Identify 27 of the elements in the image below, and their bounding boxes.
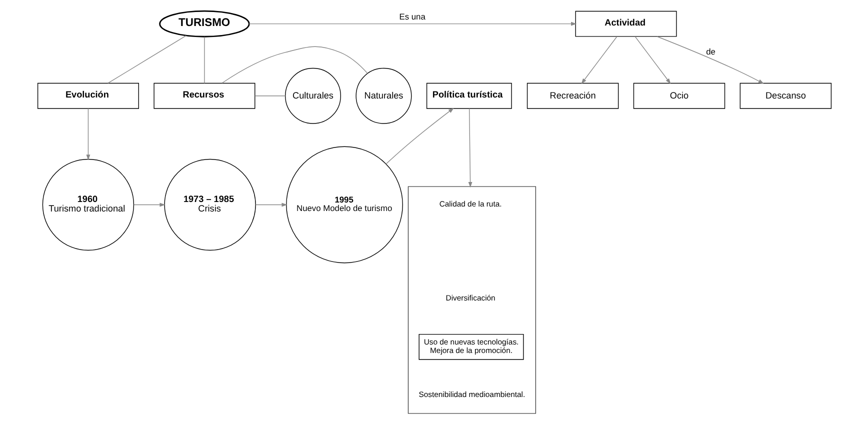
node-circle: Culturales	[284, 68, 341, 124]
arrow	[580, 36, 617, 84]
arrow	[656, 36, 764, 84]
node-box: Actividad	[574, 10, 676, 37]
node-circle: 1995 Nuevo Modelo de turismo	[286, 146, 402, 264]
edge-label: Es una	[398, 11, 425, 22]
node-box: Política turística	[426, 82, 512, 109]
node-ellipse: TURISMO	[158, 10, 250, 38]
arrow	[133, 202, 165, 207]
arrow	[385, 108, 454, 164]
node-box: Recreación	[526, 82, 618, 109]
arrow	[468, 108, 472, 188]
arrow	[254, 202, 287, 207]
node-circle: Naturales	[355, 68, 412, 124]
node-circle: 1960 Turismo tradicional	[42, 158, 134, 251]
edge-label: de	[706, 46, 715, 57]
connector	[107, 35, 186, 84]
node-box: Recursos	[153, 82, 255, 109]
node-box: Ocio	[632, 82, 725, 109]
node-box: Descanso	[739, 82, 832, 109]
arrow	[86, 108, 90, 160]
node-circle: 1973 – 1985 Crisis	[164, 158, 256, 251]
node-box: Uso de nuevas tecnologías. Mejora de la promoción.	[418, 334, 524, 360]
arrow	[248, 22, 576, 26]
connector	[221, 46, 368, 84]
node-box: Evolución	[36, 82, 138, 109]
arrow	[634, 36, 670, 84]
